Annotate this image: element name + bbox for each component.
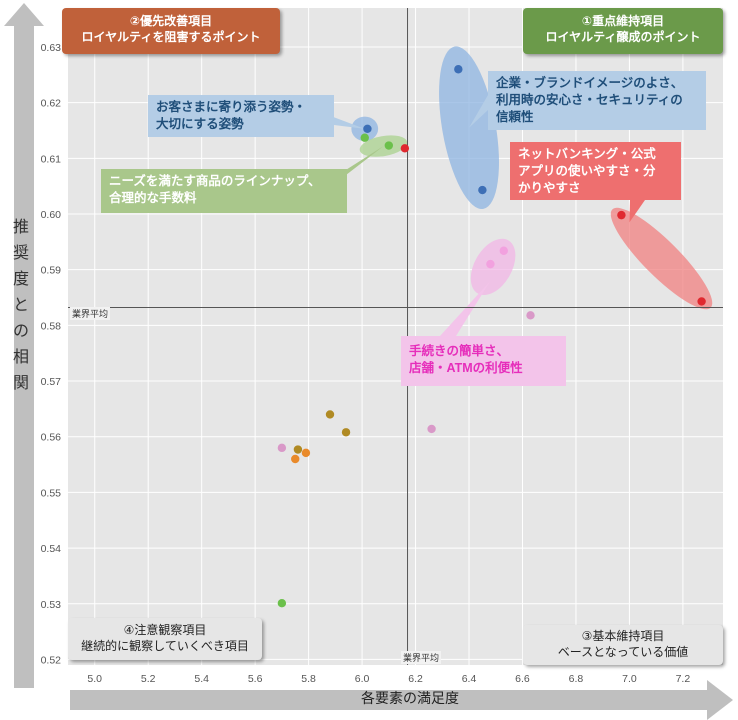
avg-x-label: 業界平均 [401,651,442,664]
avg-y-label: 業界平均 [70,307,111,320]
quadrant-3-box: ③基本維持項目 ベースとなっている価値 [523,625,723,665]
callout-pointer [469,95,488,128]
scatter-point [697,297,706,306]
callout-procedure: 手続きの簡単さ、 店舗・ATMの利便性 [401,336,566,386]
callout-customer-line1: お客さまに寄り添う姿勢・ [156,100,307,114]
scatter-point [454,65,463,74]
quadrant-3-title: ③基本維持項目 [581,629,665,643]
scatter-point [325,410,335,419]
callout-needs: ニーズを満たす商品のラインナップ、 合理的な手数料 [101,169,347,213]
data-points [277,65,706,608]
callout-brand-line2: 利用時の安心さ・セキュリティの [496,93,683,107]
quadrant-2-subtitle: ロイヤルティを阻害するポイント [81,30,261,44]
x-axis-label: 各要素の満足度 [361,690,459,706]
x-axis-arrow [70,680,733,720]
x-tick-label: 7.2 [676,673,691,685]
scatter-point [277,443,287,453]
callout-procedure-line1: 手続きの簡単さ、 [409,344,510,358]
scatter-point [486,259,495,269]
quadrant-4-box: ④注意観察項目 継続的に観察していくべき項目 [68,618,262,660]
callout-needs-line1: ニーズを満たす商品のラインナップ、 [109,174,321,188]
x-tick-label: 6.0 [355,673,370,685]
callout-netbank-line1: ネットバンキング・公式 [518,147,656,161]
x-tick-label: 5.8 [301,673,316,685]
quadrant-4-subtitle: 継続的に観察していくべき項目 [81,639,249,653]
x-tick-label: 5.0 [87,673,102,685]
callout-netbank-line2: アプリの使いやすさ・分 [518,164,656,178]
scatter-point [341,428,351,437]
y-tick-label: 0.53 [41,599,62,611]
callout-needs-line2: 合理的な手数料 [109,191,197,205]
scatter-point [526,311,535,320]
callout-brand-line3: 信頼性 [496,110,534,124]
callout-connectors [320,95,645,336]
scatter-point [427,424,436,434]
y-axis-label-char: 推 [12,219,29,236]
scatter-point [360,133,369,142]
y-axis-label-char: 関 [12,375,29,392]
y-tick-label: 0.63 [41,42,62,54]
y-axis-label: 推奨度との相関 [10,215,32,397]
x-tick-label: 7.0 [622,673,637,685]
x-tick-label: 5.6 [248,673,263,685]
callout-netbank-line3: かりやすさ [518,181,581,195]
callout-customer-line2: 大切にする姿勢 [156,117,244,131]
y-axis-label-char: 相 [12,349,29,366]
y-axis-label-char: 奨 [12,245,29,262]
x-tick-label: 6.4 [462,673,477,685]
callout-pointer [320,112,365,129]
quadrant-3-subtitle: ベースとなっている価値 [557,645,689,659]
x-tick-label: 6.2 [408,673,423,685]
scatter-point [384,141,394,150]
callout-brand-line1: 企業・ブランドイメージのよさ、 [496,76,684,90]
quadrant-4-title: ④注意観察項目 [123,623,207,637]
scatter-point [617,210,626,220]
y-tick-label: 0.58 [41,320,62,332]
x-tick-label: 5.4 [194,673,209,685]
quadrant-2-title: ②優先改善項目 [129,14,213,28]
quadrant-1-subtitle: ロイヤルティ醸成のポイント [545,30,701,44]
scatter-point [363,124,372,134]
scatter-point [277,598,287,608]
callout-pointer [440,280,491,336]
callout-netbank: ネットバンキング・公式 アプリの使いやすさ・分 かりやすさ [510,142,681,200]
y-axis-label-char: の [12,323,29,340]
y-tick-label: 0.61 [41,153,62,165]
scatter-point [291,454,300,464]
y-tick-label: 0.59 [41,265,62,277]
quadrant-1-title: ①重点維持項目 [581,14,665,28]
y-axis-label-char: と [12,297,29,314]
scatter-point [478,185,487,195]
y-tick-label: 0.52 [41,654,62,666]
x-tick-label: 6.6 [515,673,530,685]
y-tick-label: 0.54 [41,543,62,555]
callout-pointer [330,146,384,180]
callout-brand: 企業・ブランドイメージのよさ、 利用時の安心さ・セキュリティの 信頼性 [488,71,706,130]
y-tick-label: 0.62 [41,98,62,110]
callout-pointer [629,200,645,223]
quadrant-1-box: ①重点維持項目 ロイヤルティ醸成のポイント [523,8,723,54]
highlight-ellipse [610,207,713,310]
x-tick-label: 5.2 [141,673,156,685]
callout-procedure-line2: 店舗・ATMの利便性 [409,361,523,375]
y-tick-label: 0.57 [41,376,62,388]
y-tick-label: 0.55 [41,487,62,499]
scatter-point [400,144,410,153]
x-tick-label: 6.8 [569,673,584,685]
scatter-point [499,246,508,255]
scatter-point [301,448,311,458]
y-tick-label: 0.56 [41,432,62,444]
scatter-point [293,445,303,454]
y-tick-label: 0.60 [41,209,62,221]
tick-labels: 5.0 5.2 5.4 5.6 5.8 6.0 6.2 6.4 6.6 6.8 7.0 7.2 0.52… [41,42,691,685]
callout-customer: お客さまに寄り添う姿勢・ 大切にする姿勢 [148,95,334,137]
y-axis-arrow [4,3,44,688]
quadrant-2-box: ②優先改善項目 ロイヤルティを阻害するポイント [62,8,280,54]
y-axis-label-char: 度 [12,271,29,288]
